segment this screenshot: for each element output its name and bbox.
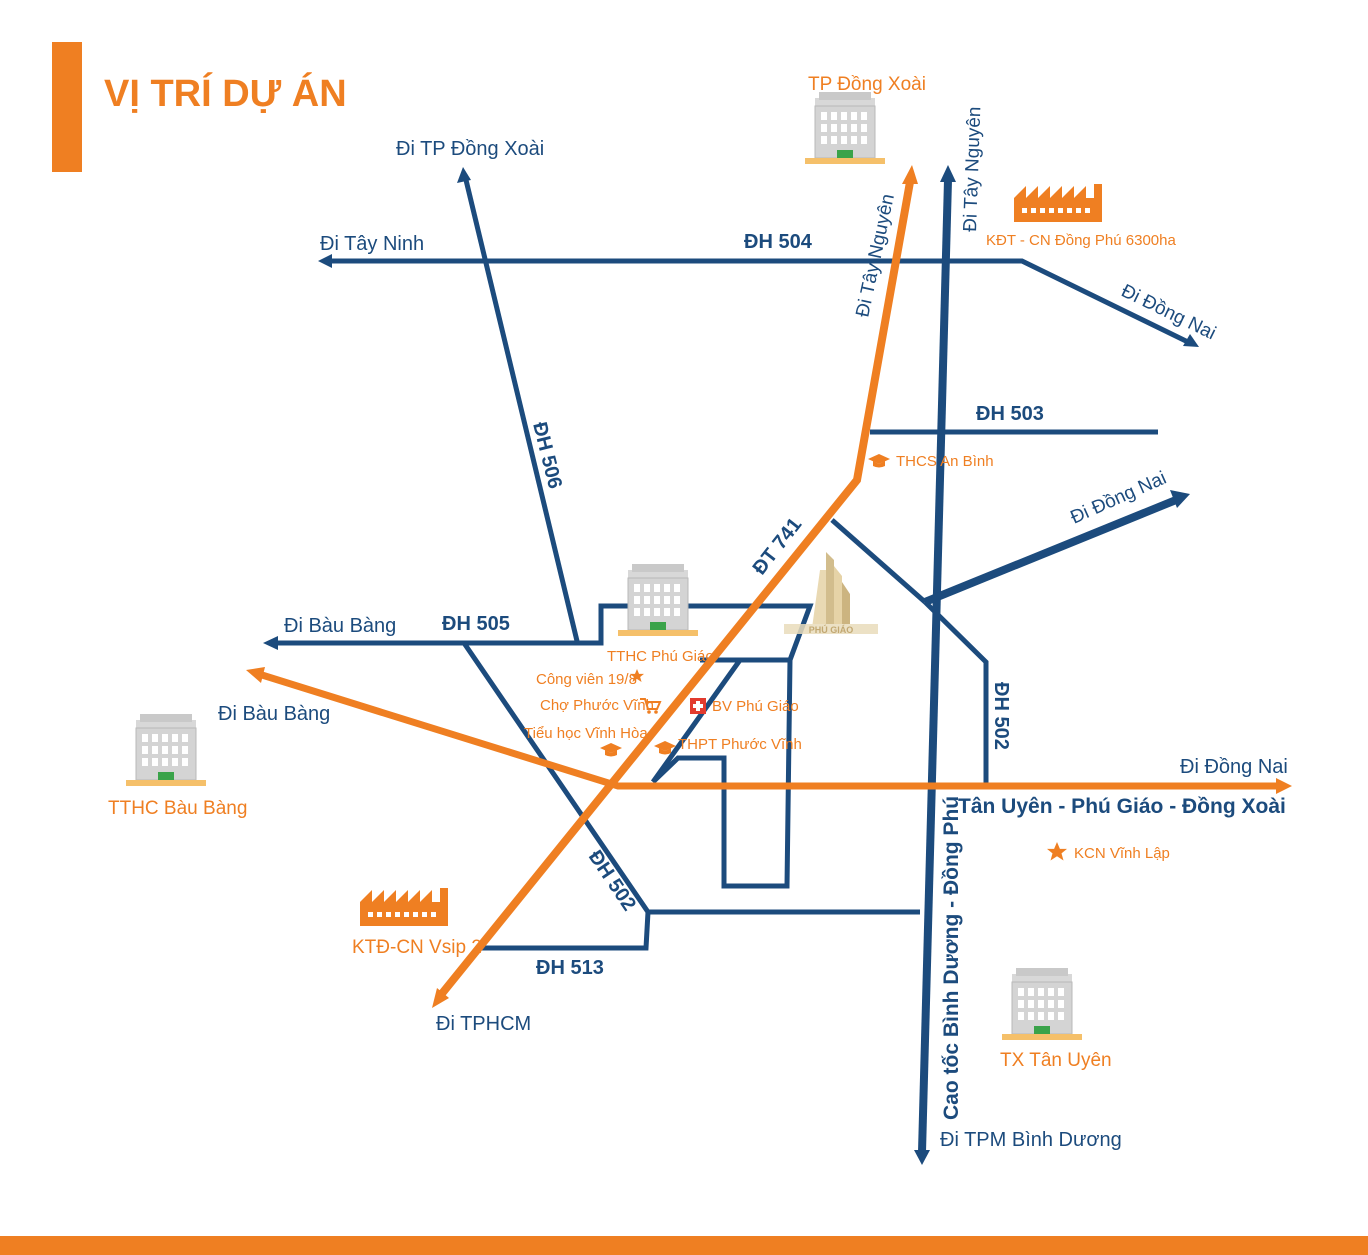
place-cong-vien: Công viên 19/8: [536, 671, 637, 688]
arrow-dong-nai-3: [1276, 778, 1292, 794]
page-title: VỊ TRÍ DỰ ÁN: [104, 71, 347, 115]
shopping-cart-icon: [640, 698, 662, 714]
orange-roads: [246, 165, 1292, 1008]
direction-bau-bang-2: Đi Bàu Bàng: [218, 703, 330, 725]
arrow-tpm-binh-duong: [914, 1150, 930, 1165]
place-thcs-an-binh: THCS An Bình: [896, 453, 994, 470]
star-icon: [1047, 842, 1067, 861]
place-ktd-vsip2: KTĐ-CN Vsip 2: [352, 937, 482, 958]
direction-tpm-binh-duong: Đi TPM Bình Dương: [940, 1129, 1122, 1151]
direction-dong-xoai: Đi TP Đồng Xoài: [396, 138, 544, 160]
arrow-tphcm: [432, 988, 449, 1008]
road-dh513: [480, 911, 651, 951]
road-town-inner: [650, 658, 743, 784]
label-main-route: Tân Uyên - Phú Giáo - Đồng Xoài: [958, 795, 1286, 818]
label-dh513: ĐH 513: [536, 957, 604, 979]
bottom-band: [0, 1236, 1368, 1255]
office-building-icon: [125, 713, 207, 787]
place-tieu-hoc: Tiểu học Vĩnh Hòa: [524, 725, 648, 742]
label-dh504: ĐH 504: [744, 231, 813, 253]
arrow-dong-nai-1: [1183, 334, 1199, 347]
road-town-loop: [651, 657, 793, 889]
direction-bau-bang-1: Đi Bàu Bàng: [284, 615, 396, 637]
title-accent-bar: [52, 42, 82, 172]
direction-tay-ninh: Đi Tây Ninh: [320, 233, 424, 255]
road-dh502-right: [923, 600, 989, 783]
place-bv-phu-giao: BV Phú Giáo: [712, 698, 799, 715]
place-cho-phuoc-vinh: Chợ Phước Vĩnh: [540, 697, 654, 714]
arrow-tay-nguyen-1: [902, 165, 918, 184]
label-dt741: ĐT 741: [749, 514, 807, 579]
graduation-cap-icon: [600, 743, 622, 757]
road-dh504: [330, 258, 1192, 346]
graduation-cap-icon: [868, 454, 890, 468]
direction-tay-nguyen-2: Đi Tây Nguyên: [960, 106, 985, 232]
place-tp-dong-xoai: TP Đồng Xoài: [808, 74, 926, 95]
label-dh505: ĐH 505: [442, 613, 510, 635]
arrow-dong-nai-2: [1170, 490, 1190, 508]
office-building-icon: [1001, 967, 1083, 1041]
place-kcn-vinh-lap: KCN Vĩnh Lập: [1074, 845, 1170, 862]
office-building-icon: [617, 563, 699, 637]
red-cross-icon: [690, 698, 706, 714]
road-expressway: [918, 179, 952, 1153]
office-building-icon: [804, 91, 886, 165]
label-dh503: ĐH 503: [976, 403, 1044, 425]
direction-dong-nai-3: Đi Đồng Nai: [1180, 756, 1288, 778]
arrow-tay-nguyen-2: [940, 165, 956, 182]
road-dong-nai-branch: [923, 496, 1178, 606]
arrow-bau-bang-2: [246, 667, 265, 683]
arrow-dong-xoai-506: [457, 167, 471, 183]
road-link-diagonal: [830, 518, 927, 604]
label-dh502-right: ĐH 502: [990, 682, 1012, 750]
arrow-bau-bang-1: [263, 636, 278, 650]
factory-icon: [360, 888, 448, 926]
label-expressway: Cao tốc Bình Dương - Đồng Phú: [940, 796, 963, 1120]
place-tx-tan-uyen: TX Tân Uyên: [1000, 1050, 1112, 1071]
direction-tphcm: Đi TPHCM: [436, 1013, 531, 1035]
svg-text:PHÚ GIÁO: PHÚ GIÁO: [809, 624, 854, 635]
place-thpt: THPT Phước Vĩnh: [678, 736, 802, 753]
factory-icon: [1014, 184, 1102, 222]
road-dt741: [436, 181, 914, 999]
arrow-tay-ninh: [318, 254, 332, 268]
road-dh506: [463, 179, 580, 642]
place-kdt-dong-phu: KĐT - CN Đồng Phú 6300ha: [986, 232, 1176, 249]
place-tthc-phu-giao: TTHC Phú Giáo: [607, 648, 714, 665]
road-main-route: [260, 671, 1278, 790]
project-tower-icon: PHÚ GIÁO: [784, 552, 878, 635]
place-tthc-bau-bang: TTHC Bàu Bàng: [108, 798, 247, 819]
